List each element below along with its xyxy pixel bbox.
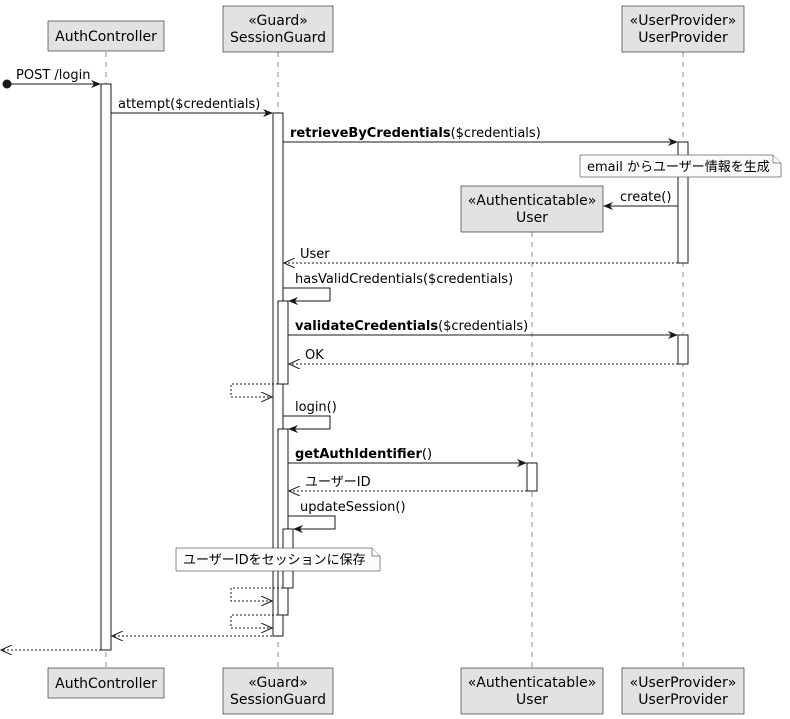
activation-sessionguard-nested <box>277 428 289 616</box>
message-updatesession: updateSession() <box>288 500 406 533</box>
participant-user-bottom: «Authenticatable» User <box>460 667 604 715</box>
participant-sessionguard-bottom: «Guard» SessionGuard <box>222 667 334 715</box>
participant-stereotype: «UserProvider» <box>630 13 737 29</box>
message-label: hasValidCredentials($credentials) <box>295 272 513 287</box>
message-label: validateCredentials($credentials) <box>295 319 528 334</box>
message-login: login() <box>283 400 337 433</box>
participant-name: User <box>516 692 548 708</box>
message-attempt: attempt($credentials) <box>111 97 273 117</box>
message-label: OK <box>305 348 324 363</box>
participant-name: UserProvider <box>638 30 728 46</box>
activation-userprovider <box>677 141 689 264</box>
participant-name: AuthController <box>55 29 157 45</box>
activation-sessionguard-nested <box>277 300 289 385</box>
message-label: User <box>300 247 330 262</box>
message-getauthidentifier: getAuthIdentifier() <box>288 447 527 467</box>
message-label: attempt($credentials) <box>118 97 260 112</box>
participant-user-created: «Authenticatable» User <box>460 185 604 233</box>
activation-userprovider <box>677 334 689 365</box>
message-create: create() <box>603 190 678 210</box>
note-session: ユーザーIDをセッションに保存 <box>175 547 381 572</box>
participant-name: SessionGuard <box>230 692 326 708</box>
message-post-login: POST /login <box>2 68 101 89</box>
note-email: email からユーザー情報を生成 <box>579 154 782 178</box>
message-label: retrieveByCredentials($credentials) <box>290 126 541 141</box>
message-label: ユーザーID <box>305 475 371 490</box>
participant-name: SessionGuard <box>230 30 326 46</box>
message-label: POST /login <box>16 68 90 83</box>
message-label: updateSession() <box>300 500 406 515</box>
message-self-return <box>230 587 283 601</box>
participant-stereotype: «Guard» <box>248 675 308 691</box>
note-text: email からユーザー情報を生成 <box>587 160 770 175</box>
message-retrievebycredentials: retrieveByCredentials($credentials) <box>283 126 678 146</box>
participant-name: UserProvider <box>638 692 728 708</box>
participant-userprovider-bottom: «UserProvider» UserProvider <box>621 667 745 715</box>
message-validatecredentials: validateCredentials($credentials) <box>288 319 678 339</box>
message-self-return <box>230 614 278 628</box>
message-hasvalidcredentials: hasValidCredentials($credentials) <box>283 272 513 305</box>
participant-stereotype: «UserProvider» <box>630 675 737 691</box>
participant-stereotype: «Authenticatable» <box>468 675 597 691</box>
message-label: create() <box>620 190 671 205</box>
message-label: login() <box>295 400 337 415</box>
message-label: getAuthIdentifier() <box>295 447 432 462</box>
participant-stereotype: «Guard» <box>248 13 308 29</box>
participant-name: AuthController <box>55 676 157 692</box>
participant-authcontroller-top: AuthController <box>47 20 165 52</box>
participant-name: User <box>516 210 548 226</box>
note-text: ユーザーIDをセッションに保存 <box>183 553 366 568</box>
participant-userprovider-top: «UserProvider» UserProvider <box>621 5 745 53</box>
participant-sessionguard-top: «Guard» SessionGuard <box>222 5 334 53</box>
message-self-return <box>230 383 278 397</box>
message-return-user: User <box>284 247 678 263</box>
activation-user <box>526 462 538 492</box>
message-return-ok: OK <box>289 348 678 364</box>
activation-authcontroller <box>100 83 112 651</box>
participant-stereotype: «Authenticatable» <box>468 193 597 209</box>
message-return-userid: ユーザーID <box>289 475 527 491</box>
participant-authcontroller-bottom: AuthController <box>47 667 165 699</box>
